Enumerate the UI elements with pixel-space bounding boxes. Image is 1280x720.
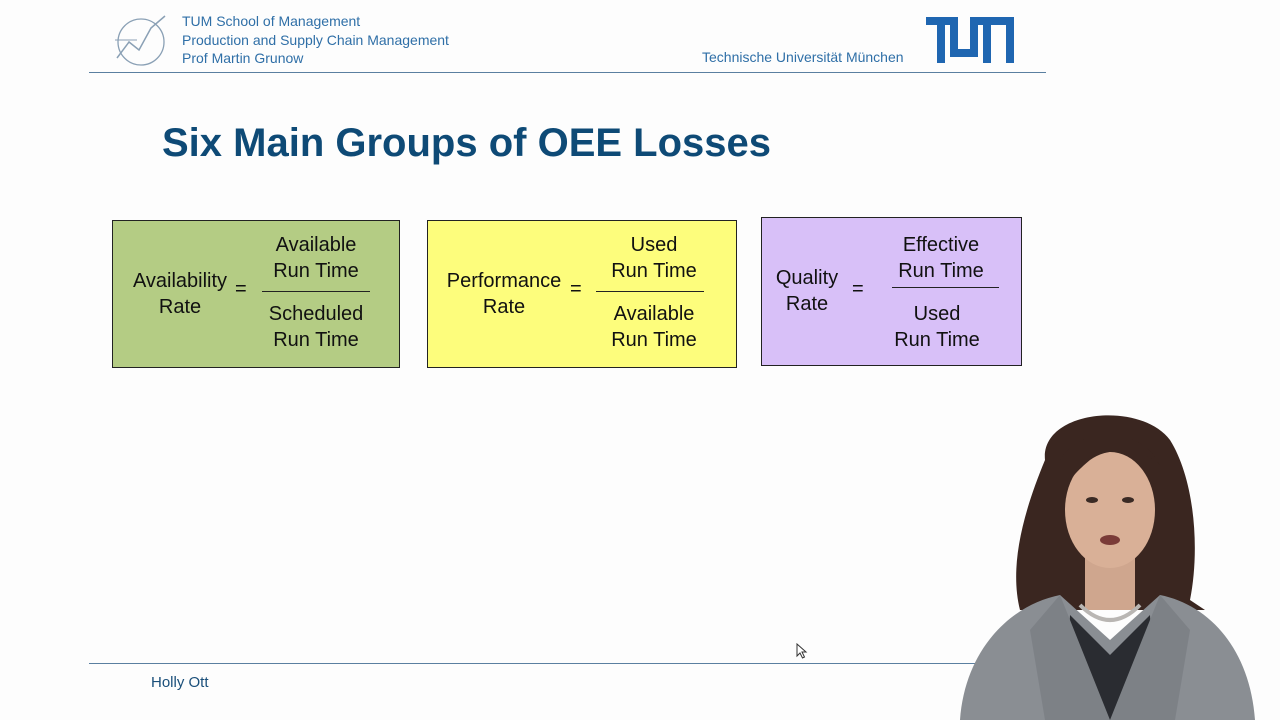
fraction-bar — [262, 291, 370, 292]
denominator-line1: Available — [613, 303, 695, 325]
denominator: Available Run Time — [596, 301, 712, 353]
equals-sign: = — [570, 278, 582, 300]
formula-label-line1: Performance — [446, 270, 562, 292]
formula-label-line1: Availability — [132, 270, 228, 292]
quality-rate-formula: Quality Rate = Effective Run Time Used R… — [761, 217, 1022, 366]
fraction-bar — [596, 291, 704, 292]
denominator: Scheduled Run Time — [261, 301, 371, 353]
formula-label-line2: Rate — [158, 296, 202, 318]
denominator-line1: Used — [913, 303, 961, 325]
footer-divider — [89, 663, 1046, 664]
numerator: Effective Run Time — [886, 232, 996, 284]
numerator-line2: Run Time — [898, 260, 984, 282]
denominator: Used Run Time — [882, 301, 992, 353]
numerator-line1: Effective — [902, 234, 980, 256]
numerator-line1: Used — [630, 234, 678, 256]
availability-rate-formula: Availability Rate = Available Run Time S… — [112, 220, 400, 368]
denominator-line2: Run Time — [894, 329, 980, 351]
numerator: Used Run Time — [596, 232, 712, 284]
equals-sign: = — [852, 278, 864, 300]
fraction-bar — [892, 287, 999, 288]
numerator-line1: Available — [275, 234, 357, 256]
formula-label-line2: Rate — [482, 296, 526, 318]
tum-logo-icon — [926, 17, 1014, 63]
denominator-line2: Run Time — [273, 329, 359, 351]
numerator-line2: Run Time — [273, 260, 359, 282]
slide-title: Six Main Groups of OEE Losses — [162, 121, 772, 165]
denominator-line1: Scheduled — [268, 303, 364, 325]
formula-label-line2: Rate — [785, 293, 829, 315]
tum-school-logo-icon — [115, 15, 166, 66]
formula-label-line1: Quality — [775, 267, 839, 289]
presenter-name: Holly Ott — [151, 674, 209, 691]
formula-label: Availability Rate — [127, 268, 233, 320]
denominator-line2: Run Time — [611, 329, 697, 351]
presenter-video-overlay — [960, 415, 1255, 720]
performance-rate-formula: Performance Rate = Used Run Time Availab… — [427, 220, 737, 368]
numerator: Available Run Time — [261, 232, 371, 284]
numerator-line2: Run Time — [611, 260, 697, 282]
university-name: Technische Universität München — [702, 49, 904, 65]
mouse-cursor-icon — [796, 643, 808, 659]
equals-sign: = — [235, 278, 247, 300]
formula-label: Performance Rate — [438, 268, 570, 320]
professor-name: Prof Martin Grunow — [182, 50, 304, 66]
chair-name: Production and Supply Chain Management — [182, 31, 449, 48]
school-name: TUM School of Management — [182, 13, 361, 29]
formula-label: Quality Rate — [766, 265, 848, 317]
header-divider — [89, 72, 1046, 73]
header-affiliation: TUM School of Management Production and … — [182, 12, 449, 68]
